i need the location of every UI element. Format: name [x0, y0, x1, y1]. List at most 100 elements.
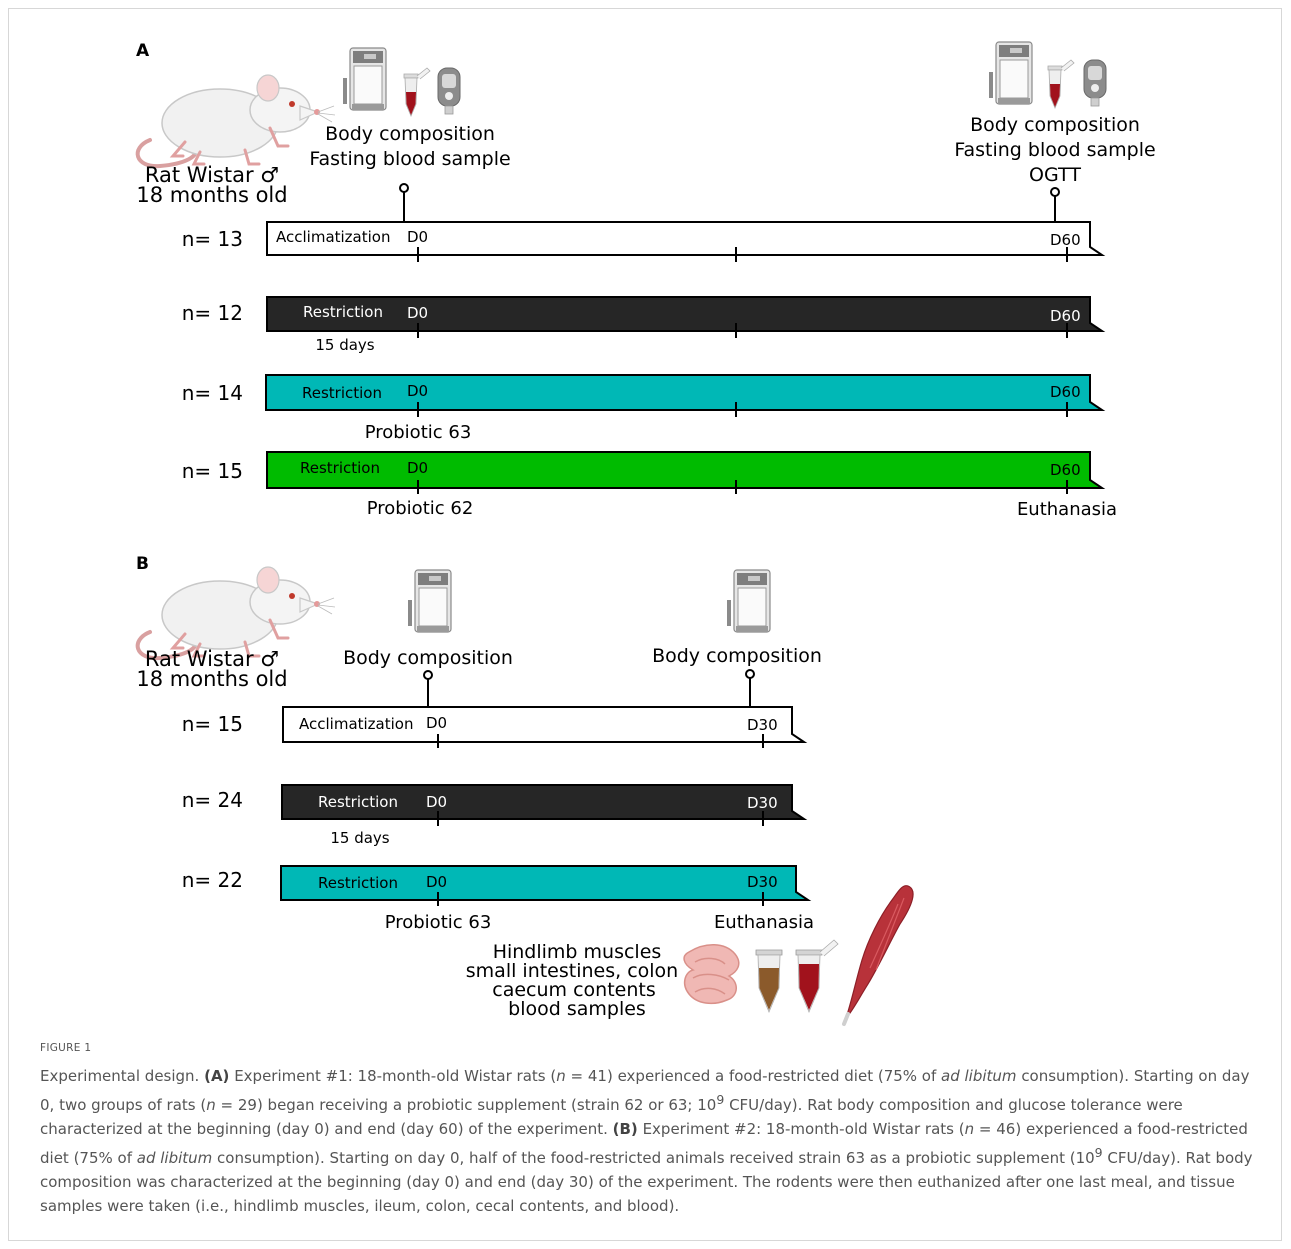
caption-text: Experimental design. (A) Experiment #1: …: [40, 1064, 1265, 1218]
end-measure-label: Fasting blood sample: [954, 139, 1155, 161]
day-start-label: D0: [426, 793, 447, 811]
timeline-row: n= 22 Restriction D0 D30 Probiotic 63: [182, 865, 812, 933]
blood-sample-tube-icon: [795, 939, 839, 1014]
treatment-label: Probiotic 63: [365, 422, 472, 443]
start-measure-label: Body composition: [343, 647, 513, 669]
day-end-label: D60: [1050, 383, 1081, 401]
caption-italic: ad libitum: [941, 1067, 1017, 1085]
phase-label: Restriction: [318, 874, 398, 892]
treatment-label: Probiotic 63: [385, 912, 492, 933]
animal-age: 18 months old: [136, 183, 287, 207]
end-pin-head: [745, 669, 755, 679]
caption-italic: n: [206, 1096, 216, 1114]
phase-label: Restriction: [300, 459, 380, 477]
animal-name: Rat Wistar ♂: [145, 163, 279, 187]
figure-label: FIGURE 1: [40, 1042, 92, 1054]
figure-caption: FIGURE 1 Experimental design. (A) Experi…: [40, 1042, 1265, 1218]
caption-fragment: = 29) began receiving a probiotic supple…: [215, 1096, 717, 1114]
timeline-bar: [266, 221, 1106, 256]
caption-fragment: consumption). Starting on day 0, half of…: [212, 1149, 1095, 1167]
sample-item: Hindlimb muscles: [493, 941, 662, 963]
caption-italic: ad libitum: [136, 1149, 213, 1167]
group-size: n= 13: [182, 227, 243, 251]
phase-label: Restriction: [302, 384, 382, 402]
caption-fragment: CFU/day). Rat body composition and gluco…: [40, 1096, 1183, 1138]
day-end-label: D30: [747, 873, 778, 891]
group-size: n= 15: [182, 459, 243, 483]
timeline-row: n= 13 Acclimatization D0 D60: [182, 221, 1106, 262]
animal-name: Rat Wistar ♂: [145, 647, 279, 671]
group-size: n= 12: [182, 301, 243, 325]
caption-fragment: Experiment #1: 18-month-old Wistar rats …: [229, 1067, 557, 1085]
phase-label: Restriction: [303, 303, 383, 321]
day-end-label: D60: [1050, 231, 1081, 249]
duration-label: 15 days: [315, 336, 374, 354]
caption-italic: n: [556, 1067, 566, 1085]
animal-age: 18 months old: [136, 667, 287, 691]
blood-tube-icon: [403, 67, 431, 117]
timeline-row: n= 15 Restriction D0 D60 Probiotic 62: [182, 451, 1106, 519]
panel-b-label: B: [136, 554, 149, 574]
timeline-bar: [282, 706, 808, 743]
phase-label: Acclimatization: [276, 228, 390, 246]
experimental-design-diagram: A Rat Wistar ♂ 18 months old Body compos…: [135, 41, 1156, 1026]
timeline-bar: [266, 451, 1106, 489]
timeline-row: n= 14 Restriction D0 D60 Probiotic 63: [182, 374, 1106, 443]
rat-illustration: [135, 565, 337, 661]
body-composition-scanner-icon: [342, 47, 387, 111]
timeline-row: n= 15 Acclimatization D0 D30: [182, 706, 808, 748]
group-size: n= 22: [182, 868, 243, 892]
caecum-content-tube-icon: [755, 949, 783, 1014]
caption-fragment: = 46) experienced a food-restricted diet…: [40, 1120, 1248, 1167]
timeline-bar: [265, 374, 1106, 411]
timeline-bar: [280, 865, 812, 901]
day-end-label: D60: [1050, 307, 1081, 325]
caption-superscript: 9: [716, 1092, 725, 1107]
day-end-label: D30: [747, 794, 778, 812]
treatment-label: Probiotic 62: [367, 498, 474, 519]
end-pin-head: [1050, 187, 1060, 197]
start-measure-label: Fasting blood sample: [309, 148, 510, 170]
group-size: n= 15: [182, 712, 243, 736]
glucometer-icon: [437, 67, 461, 115]
day-start-label: D0: [426, 873, 447, 891]
day-start-label: D0: [426, 714, 447, 732]
duration-label: 15 days: [330, 829, 389, 847]
figure-frame: [8, 8, 1282, 1241]
body-composition-scanner-icon: [407, 569, 452, 633]
body-composition-scanner-icon: [988, 41, 1033, 105]
start-measure-label: Body composition: [325, 123, 495, 145]
day-start-label: D0: [407, 382, 428, 400]
blood-tube-icon: [1047, 59, 1075, 109]
caption-fragment: = 41) experienced a food-restricted diet…: [565, 1067, 942, 1085]
group-size: n= 14: [182, 381, 243, 405]
glucometer-icon: [1083, 59, 1107, 107]
muscle-icon: [842, 885, 914, 1026]
timeline-bar: [281, 784, 808, 820]
timeline-row: n= 12 Restriction D0 D60 15 days: [182, 296, 1106, 354]
intestine-icon: [683, 944, 740, 1005]
day-end-label: D30: [747, 716, 778, 734]
caption-superscript: 9: [1094, 1145, 1103, 1160]
sample-item: caecum contents: [492, 979, 655, 1001]
start-pin-head: [423, 670, 433, 680]
caption-lead: Experimental design.: [40, 1067, 205, 1085]
sample-item: small intestines, colon: [466, 960, 678, 982]
day-start-label: D0: [407, 459, 428, 477]
end-measure-label: Body composition: [970, 114, 1140, 136]
timeline-bar: [266, 296, 1106, 332]
end-measure-label: OGTT: [1029, 164, 1081, 186]
euthanasia-label: Euthanasia: [1017, 499, 1117, 520]
caption-fragment: Experiment #2: 18-month-old Wistar rats …: [637, 1120, 965, 1138]
caption-italic: n: [964, 1120, 975, 1138]
rat-illustration: [135, 73, 337, 169]
euthanasia-label: Euthanasia: [714, 912, 814, 933]
day-start-label: D0: [407, 304, 428, 322]
panel-a-label: A: [136, 41, 150, 61]
start-pin-head: [399, 183, 409, 193]
timeline-row: n= 24 Restriction D0 D30 15 days: [182, 784, 808, 847]
phase-label: Acclimatization: [299, 715, 413, 733]
panel-tag: (A): [204, 1067, 230, 1085]
day-start-label: D0: [407, 228, 428, 246]
caption-fragment: consumption). Starting on day 0, two gro…: [40, 1067, 1250, 1114]
